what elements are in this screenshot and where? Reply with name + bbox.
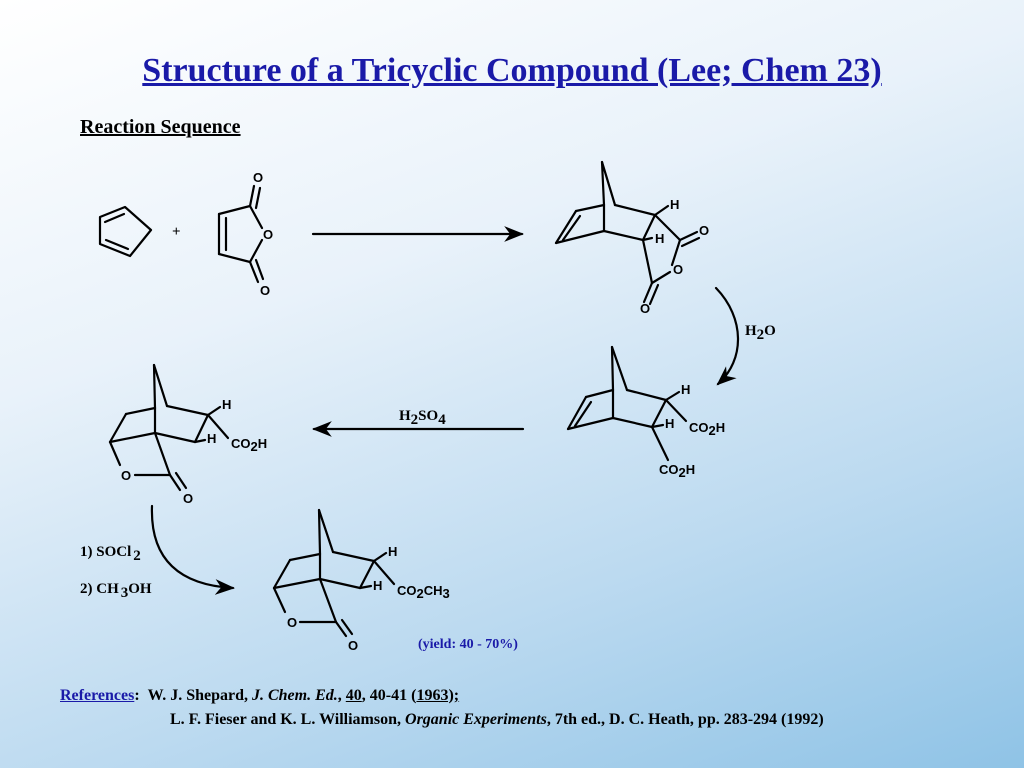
atom-label-h: H: [388, 544, 397, 559]
cyclopentadiene-structure: [98, 205, 153, 258]
atom-label-o: O: [287, 615, 297, 630]
atom-label-h: H: [681, 382, 690, 397]
atom-label-h: H: [655, 231, 664, 246]
yield-note: (yield: 40 - 70%): [418, 637, 518, 652]
maleic-anhydride-structure: [217, 184, 265, 284]
atom-label-o: O: [183, 491, 193, 506]
page-title: Structure of a Tricyclic Compound (Lee; …: [142, 52, 882, 89]
lactone-ester-structure: [272, 508, 396, 638]
plus-sign: +: [172, 224, 181, 240]
atom-label-h: H: [222, 397, 231, 412]
esterification-arrow: [150, 504, 235, 595]
hydrolysis-arrow: [714, 286, 739, 386]
carboxyl-label: CO2H: [659, 462, 695, 480]
diacid-structure: [566, 345, 688, 462]
carboxyl-label: CO2H: [689, 420, 725, 438]
atom-label-o: O: [260, 283, 270, 298]
atom-label-h: H: [670, 197, 679, 212]
endo-anhydride-structure: [554, 160, 701, 306]
reference-2: L. F. Fieser and K. L. Williamson, Organ…: [170, 711, 824, 728]
references-block: References: W. J. Shepard, J. Chem. Ed.,…: [60, 684, 824, 732]
book-title: Organic Experiments: [405, 711, 547, 728]
atom-label-h: H: [207, 431, 216, 446]
atom-label-h: H: [373, 578, 382, 593]
ester-label: CO2CH3: [397, 583, 450, 601]
section-subtitle: Reaction Sequence: [80, 116, 241, 138]
atom-label-o: O: [673, 262, 683, 277]
atom-label-o: O: [640, 301, 650, 316]
journal-year: 1963);: [416, 687, 460, 704]
journal-volume: 40: [345, 687, 362, 704]
reagent-sulfuric-acid: H2SO4: [399, 408, 446, 428]
atom-label-o: O: [253, 170, 263, 185]
atom-label-o: O: [699, 223, 709, 238]
atom-label-h: H: [665, 416, 674, 431]
carboxyl-label: CO2H: [231, 436, 267, 454]
atom-label-o: O: [263, 227, 273, 242]
reagent-water: H2O: [745, 323, 776, 343]
lactone-acid-structure: [108, 363, 230, 492]
atom-label-o: O: [348, 638, 358, 653]
journal-name: J. Chem. Ed.: [251, 687, 338, 704]
references-label: References: [60, 687, 135, 704]
atom-label-o: O: [121, 468, 131, 483]
reference-1: References: W. J. Shepard, J. Chem. Ed.,…: [60, 687, 460, 704]
